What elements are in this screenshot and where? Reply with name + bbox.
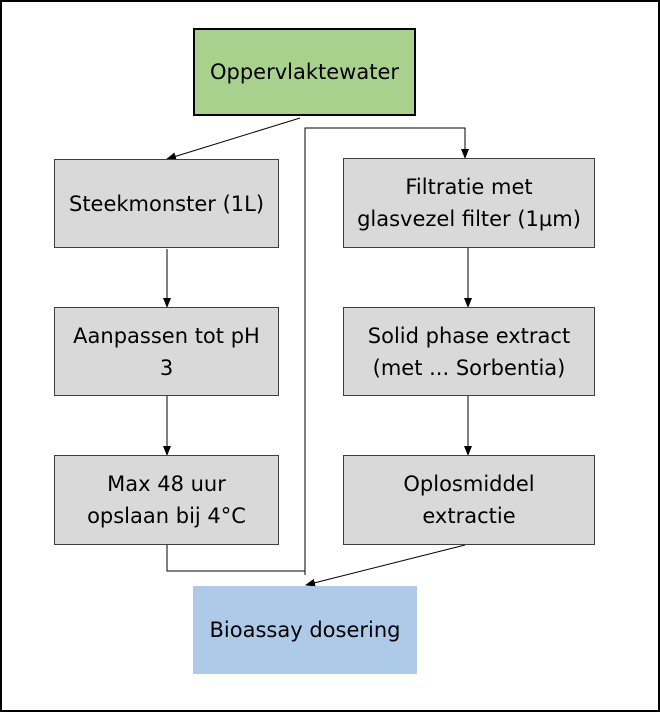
node-storage: Max 48 uur opslaan bij 4°C: [54, 455, 279, 545]
node-solvent-extraction: Oplosmiddel extractie: [343, 455, 595, 545]
node-grab-sample: Steekmonster (1L): [54, 159, 279, 248]
connector-storage-to-dosing: [166, 545, 305, 572]
node-adjust-ph: Aanpassen tot pH 3: [54, 307, 279, 396]
arrow-source-to-filtration: [304, 127, 469, 575]
node-solid-phase-extract: Solid phase extract (met ... Sorbentia): [343, 307, 595, 396]
node-filtration: Filtratie met glasvezel filter (1µm): [343, 158, 595, 248]
arrow-source-to-grab-sample: [166, 117, 301, 161]
node-surface-water: Oppervlaktewater: [193, 28, 416, 116]
node-bioassay-dosing: Bioassay dosering: [193, 586, 417, 674]
arrow-solvent-extraction-to-dosing: [305, 544, 466, 587]
